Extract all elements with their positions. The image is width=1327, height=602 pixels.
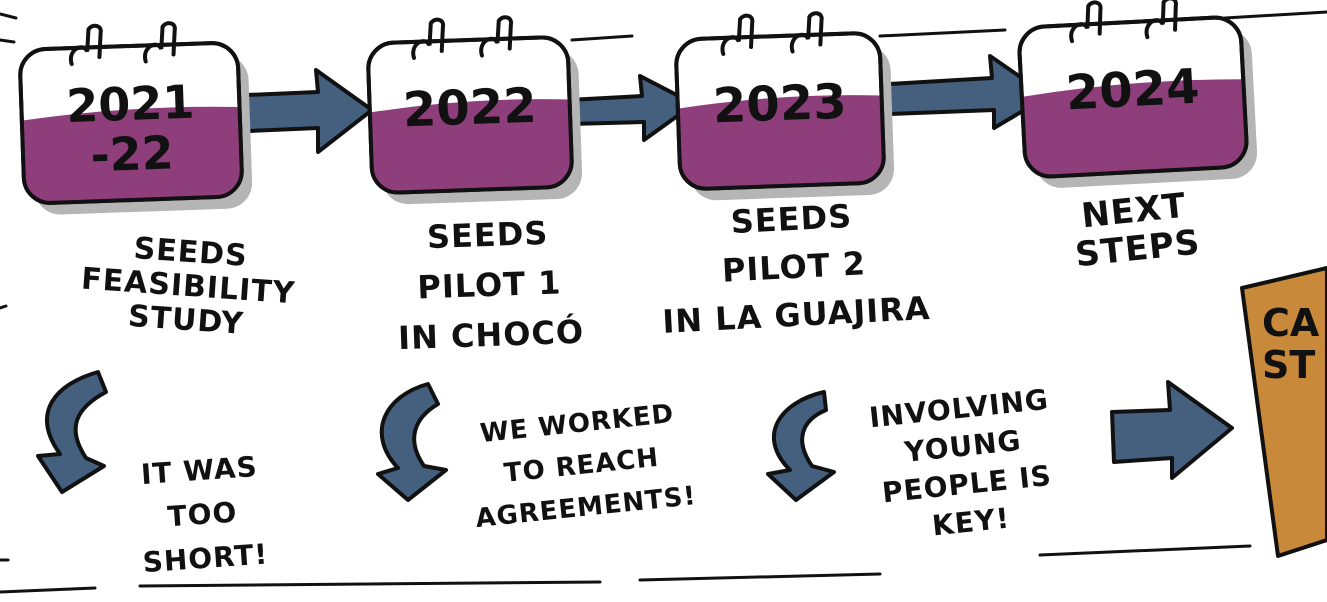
stage-note-line: WE WORKED	[479, 399, 676, 449]
stage-title-line: SEEDS	[426, 214, 549, 256]
calendar-outline	[674, 31, 886, 191]
stage-title-line: SEEDS	[133, 231, 249, 274]
calendar-ring	[411, 17, 446, 60]
stage-note-line: TOO	[166, 496, 238, 534]
calendar-2: 2023	[674, 11, 895, 201]
calendar-band	[1021, 79, 1248, 178]
calendar-band	[369, 99, 573, 194]
curved-arrow-1	[36, 370, 108, 494]
calendar-year-text: 2021	[65, 75, 195, 133]
stage-title-line: STUDY	[127, 299, 245, 342]
stage-note-line: YOUNG	[902, 424, 1023, 469]
curved-arrow-3	[766, 390, 836, 502]
calendar-1: 2022	[366, 15, 583, 205]
calendar-ring	[68, 23, 103, 67]
case-study-label-2: ST	[1262, 343, 1315, 387]
stage-note-line: IT WAS	[140, 450, 259, 491]
calendar-year-text: 2024	[1064, 59, 1200, 122]
stage-title-line: PILOT 2	[721, 244, 867, 289]
stage-title-line: IN LA GUAJIRA	[661, 289, 931, 341]
calendar-ring	[1144, 0, 1178, 40]
guide-lines	[0, 10, 1327, 594]
calendar-year-text: 2022	[402, 78, 537, 139]
timeline-arrows	[222, 54, 1234, 480]
arrow-2022-to-2023	[566, 74, 696, 142]
stage-title-line: SEEDS	[730, 197, 853, 241]
calendar-ring	[1069, 0, 1103, 44]
calendar-outline	[18, 41, 244, 205]
case-study-box-shape	[1240, 266, 1327, 558]
arrow-to-case-study	[1110, 380, 1234, 480]
stage-title-1: SEEDS PILOT 1 IN CHOCÓ	[397, 214, 584, 357]
calendar-band	[677, 95, 885, 190]
calendar-3: 2024	[1017, 0, 1258, 188]
calendar-year-text: -22	[90, 125, 175, 182]
stage-note-line: TO REACH	[503, 443, 661, 489]
stage-note-line: AGREEMENTS!	[474, 481, 698, 534]
curved-arrows	[36, 370, 836, 502]
stage-note-line: SHORT!	[142, 537, 270, 579]
calendar-year-text: 2023	[712, 74, 847, 135]
case-study-box: CA ST	[1240, 266, 1327, 558]
stage-note-line: KEY!	[930, 501, 1011, 542]
calendar-outline	[366, 35, 574, 195]
calendars: 2021-22 2022 2023 2024	[18, 0, 1258, 215]
calendar-ring	[720, 13, 755, 56]
calendar-ring	[142, 21, 177, 64]
stage-title-line: IN CHOCÓ	[397, 312, 584, 357]
calendar-0: 2021-22	[18, 21, 253, 215]
case-study-label: CA	[1262, 301, 1320, 345]
curved-arrow-2	[376, 382, 448, 502]
stage-note-line: INVOLVING	[868, 383, 1051, 435]
calendar-band	[21, 106, 243, 204]
calendar-outline	[1017, 15, 1249, 179]
calendar-ring	[789, 11, 824, 54]
calendar-ring	[479, 15, 513, 58]
stage-title-line: PILOT 1	[417, 263, 562, 306]
